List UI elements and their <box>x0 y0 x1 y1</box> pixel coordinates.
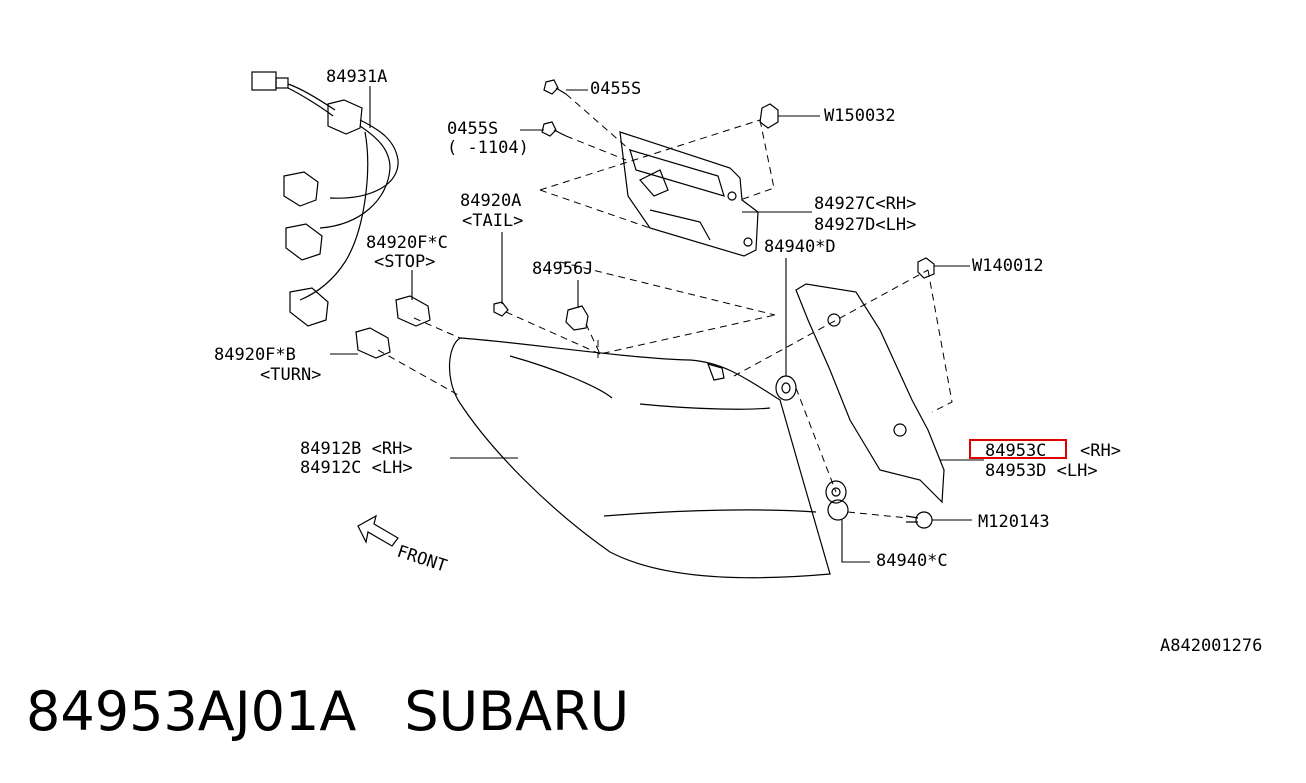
callout-84920a: 84920A <box>460 191 521 211</box>
caption: 84953AJ01A SUBARU <box>26 680 629 743</box>
callout-0455s-range: ( -1104) <box>447 138 529 158</box>
leader-lines <box>330 86 984 563</box>
front-label: FRONT <box>394 542 449 577</box>
front-arrow-icon <box>357 514 399 547</box>
callout-w150032: W150032 <box>824 106 896 126</box>
bracket-84927 <box>619 131 759 257</box>
callout-w140012: W140012 <box>972 256 1044 276</box>
nut-m120143 <box>905 511 933 529</box>
callout-84931a: 84931A <box>326 67 387 87</box>
bulb-turn <box>355 327 391 359</box>
callout-84927d: 84927D<LH> <box>814 215 916 235</box>
callout-84940c: 84940*C <box>876 551 948 571</box>
lamp-housing <box>448 337 831 579</box>
wiring-harness <box>251 71 399 327</box>
bulb-stop <box>395 295 431 327</box>
clip-w140012 <box>917 257 935 279</box>
clip-w150032 <box>759 103 779 129</box>
assembly-dashed-lines <box>377 93 953 519</box>
diagram-reference: A842001276 <box>1160 636 1263 656</box>
callout-84953d: 84953D <LH> <box>985 461 1098 481</box>
screw-0455s-top <box>543 79 567 95</box>
brand-name: SUBARU <box>404 680 630 743</box>
highlight-box <box>969 439 1067 459</box>
callout-84920fb: 84920F*B <box>214 345 296 365</box>
callout-84953c-side: <RH> <box>1080 441 1121 461</box>
grommet-84940c <box>825 480 849 521</box>
callout-84940d: 84940*D <box>764 237 836 257</box>
callout-84912b: 84912B <RH> <box>300 439 413 459</box>
callout-tail: <TAIL> <box>462 211 523 231</box>
callout-stop: <STOP> <box>374 252 435 272</box>
bulb-tail <box>493 301 509 317</box>
screw-0455s-mid <box>541 121 567 137</box>
callout-84927c: 84927C<RH> <box>814 194 916 214</box>
callout-0455s-mid: 0455S <box>447 119 498 139</box>
callout-turn: <TURN> <box>260 365 321 385</box>
callout-0455s-top: 0455S <box>590 79 641 99</box>
lamp-cover-84953 <box>795 283 945 504</box>
callout-84953c: 84953C <box>985 441 1046 461</box>
callout-84956j: 84956J <box>532 259 593 279</box>
callout-84912c: 84912C <LH> <box>300 458 413 478</box>
grommet-84940d <box>775 375 797 401</box>
callout-84920fc: 84920F*C <box>366 233 448 253</box>
callout-m120143: M120143 <box>978 512 1050 532</box>
part-number: 84953AJ01A <box>26 680 357 743</box>
grommet-84956j <box>565 305 589 331</box>
